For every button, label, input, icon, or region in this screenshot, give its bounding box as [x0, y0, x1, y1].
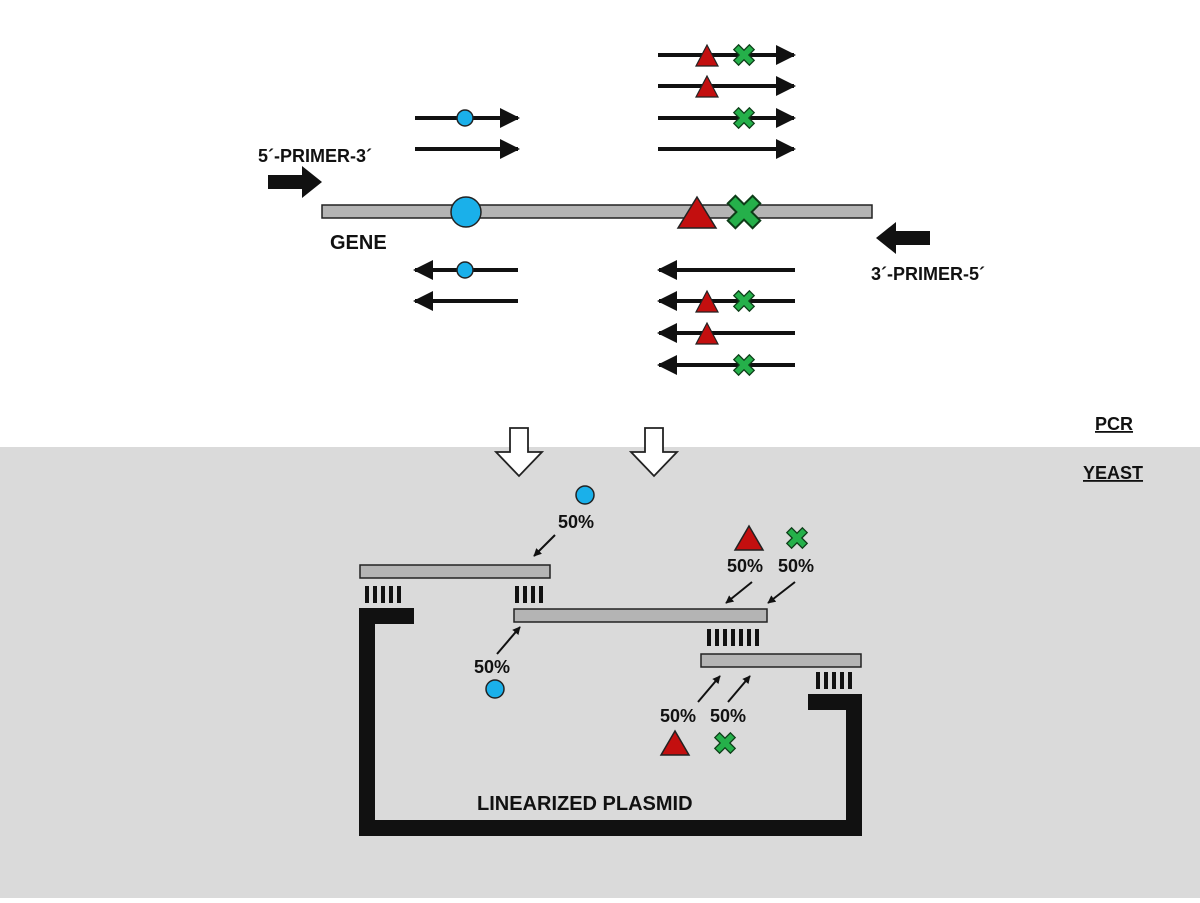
- triangle-top-percent: 50%: [727, 556, 763, 576]
- linearized-plasmid: [359, 608, 862, 836]
- circle-bottom-percent: 50%: [474, 657, 510, 677]
- reverse-primer-label: 3´-PRIMER-5´: [871, 264, 985, 284]
- triangle-bottom-percent: 50%: [660, 706, 696, 726]
- yeast-section-label: YEAST: [1083, 463, 1143, 483]
- pcr-product-forward-right: [658, 38, 796, 159]
- triangle-mutation-icon: [695, 43, 719, 67]
- fragment-2-bar: [513, 608, 768, 623]
- fragment-1-bar: [359, 564, 551, 579]
- triangle-mutation-icon: [695, 289, 719, 313]
- triangle-mutation-icon: [695, 74, 719, 98]
- gene-label: GENE: [330, 232, 387, 254]
- gene-triangle-mutation-icon: [676, 195, 718, 229]
- triangle-mutation-icon: [733, 524, 765, 551]
- plasmid-label: LINEARIZED PLASMID: [477, 793, 693, 815]
- homology-marks: [365, 586, 852, 689]
- pcr-product-reverse-right: [657, 260, 795, 382]
- pcr-section-label: PCR: [1095, 414, 1133, 434]
- reverse-primer-arrow: [876, 222, 930, 254]
- triangle-mutation-icon: [659, 729, 691, 756]
- transfer-down-arrow-icon: [493, 427, 545, 478]
- forward-primer-arrow: [268, 166, 322, 198]
- circle-mutation-icon: [575, 485, 595, 505]
- cross-top-percent: 50%: [778, 556, 814, 576]
- gene-circle-mutation-icon: [450, 196, 482, 228]
- pcr-product-forward-left: [415, 108, 520, 159]
- gene-bar: [321, 204, 873, 219]
- cross-bottom-percent: 50%: [710, 706, 746, 726]
- forward-primer-label: 5´-PRIMER-3´: [258, 146, 372, 166]
- fragment-3-bar: [700, 653, 862, 668]
- circle-mutation-icon: [485, 679, 505, 699]
- circle-top-percent: 50%: [558, 512, 594, 532]
- triangle-mutation-icon: [695, 321, 719, 345]
- pcr-product-reverse-left: [413, 260, 518, 311]
- circle-mutation-icon: [456, 261, 474, 279]
- transfer-down-arrow-icon: [628, 427, 680, 478]
- circle-mutation-icon: [456, 109, 474, 127]
